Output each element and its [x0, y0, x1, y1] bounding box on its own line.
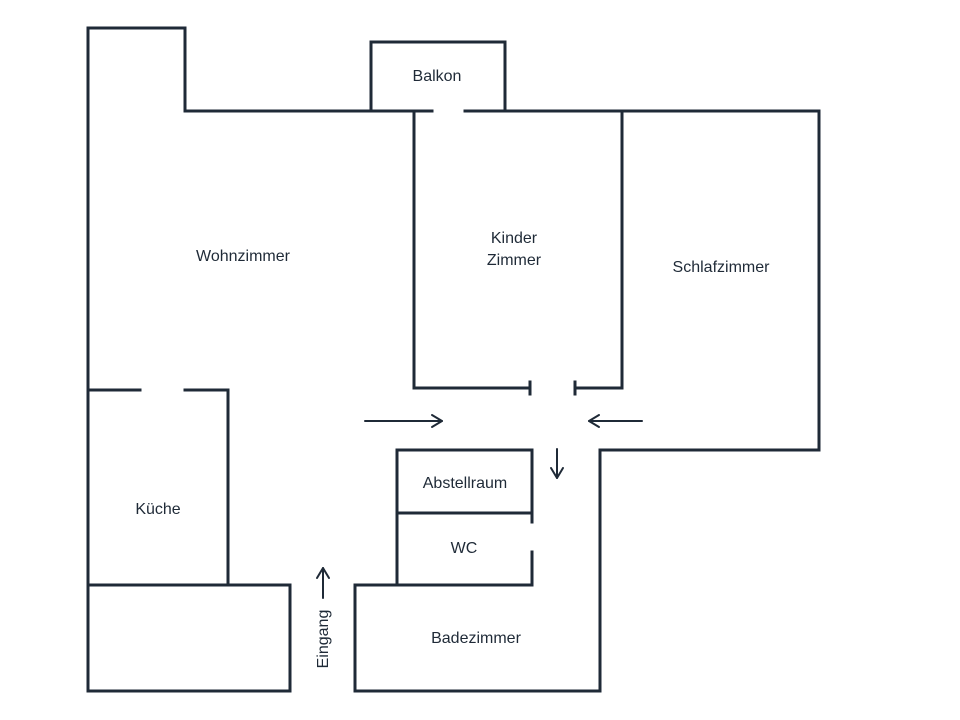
- label-schlafzimmer: Schlafzimmer: [673, 259, 771, 276]
- room-labels: Balkon Wohnzimmer Kinder Zimmer Schlafzi…: [135, 68, 770, 668]
- wall-balcony: [369, 40, 507, 113]
- arrow-right-icon: [364, 414, 443, 428]
- wall-kinderzimmer: [412, 109, 532, 390]
- label-wc: WC: [451, 540, 478, 557]
- walls: [86, 26, 821, 693]
- label-balkon: Balkon: [413, 68, 462, 85]
- label-kinder-line1: Kinder: [491, 230, 538, 247]
- arrow-down-icon: [550, 448, 564, 479]
- label-kinder-line2: Zimmer: [487, 252, 542, 269]
- arrow-up-icon: [316, 567, 330, 599]
- arrow-left-icon: [588, 414, 643, 428]
- label-kueche: Küche: [135, 501, 180, 518]
- wall-lower-left-room: [86, 583, 292, 693]
- wall-living-outer: [86, 26, 373, 587]
- wall-kitchen-top-right: [183, 388, 230, 587]
- label-abstellraum: Abstellraum: [423, 475, 507, 492]
- label-badezimmer: Badezimmer: [431, 630, 521, 647]
- wall-schlafzimmer-inner: [573, 109, 624, 390]
- wall-schlafzimmer-outer: [353, 109, 821, 693]
- label-wohnzimmer: Wohnzimmer: [196, 248, 291, 265]
- arrows: [316, 414, 643, 599]
- label-eingang: Eingang: [315, 610, 332, 669]
- wall-storage: [395, 448, 534, 587]
